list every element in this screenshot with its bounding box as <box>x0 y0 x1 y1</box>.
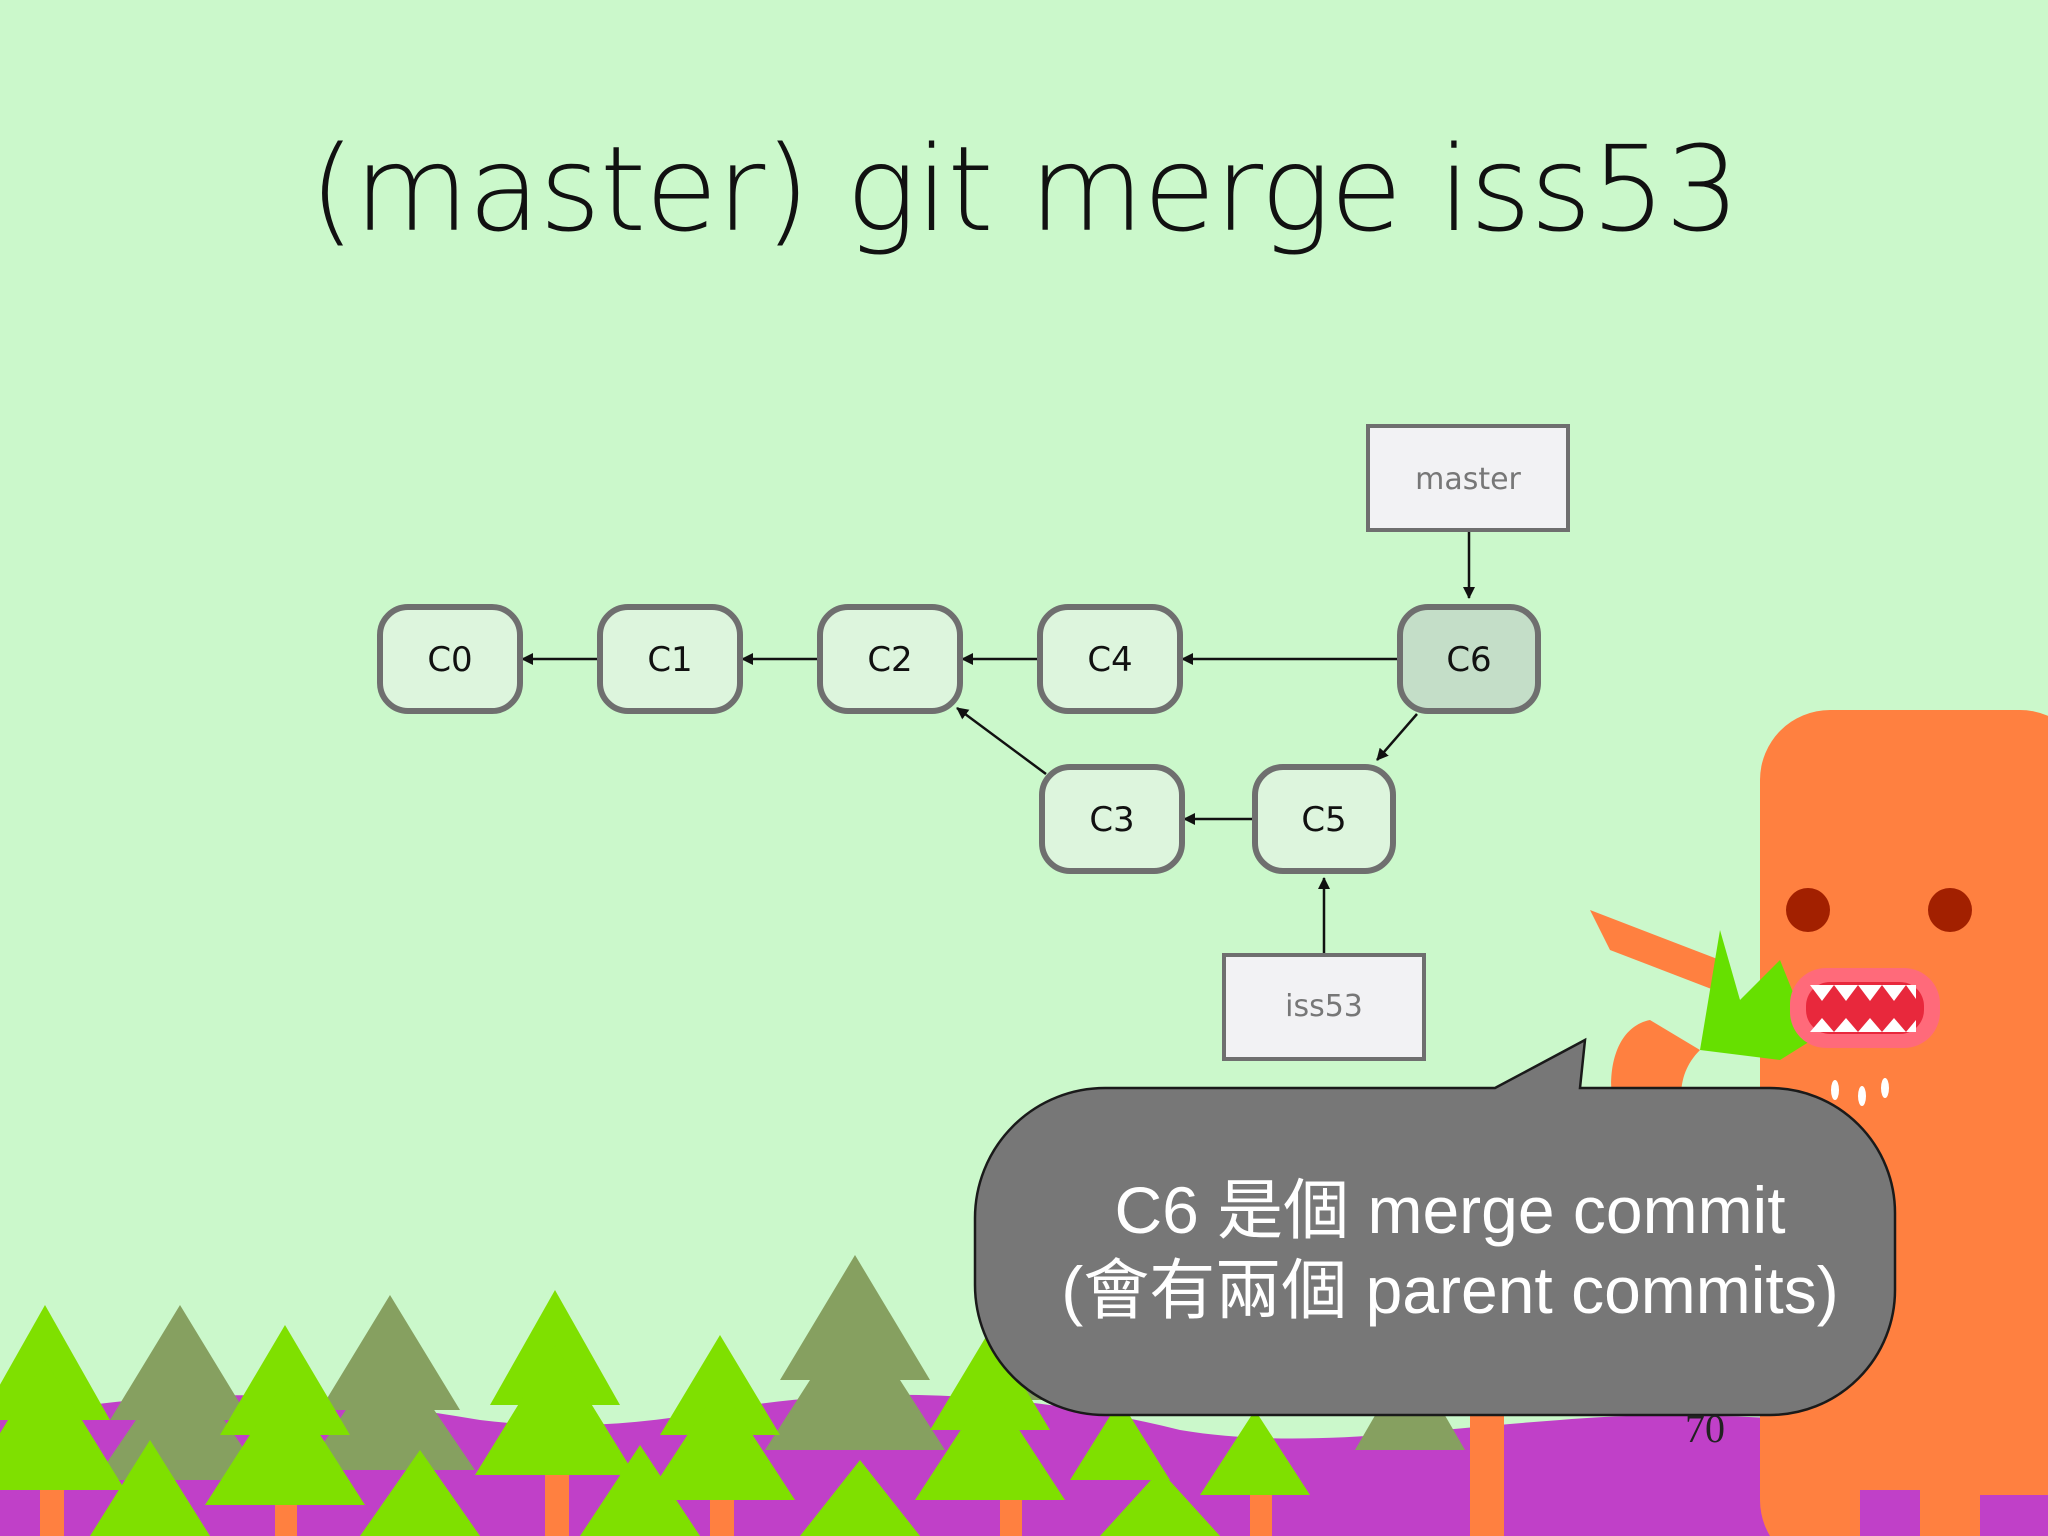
branch-master: master <box>1366 424 1570 532</box>
commit-graph: C0 C1 C2 C4 C6 C3 <box>377 424 1570 1061</box>
edge-c6-c5 <box>1376 713 1418 761</box>
commit-c1-label: C1 <box>647 640 692 680</box>
callout-line-2: (會有兩個 parent commits) <box>1061 1253 1839 1327</box>
commit-c3: C3 <box>1039 764 1185 874</box>
callout-bubble <box>973 1037 1897 1417</box>
commit-c0-label: C0 <box>427 640 472 680</box>
commit-c6-label: C6 <box>1446 640 1491 680</box>
page-number: 70 <box>1685 1406 1725 1451</box>
commit-c1: C1 <box>597 604 743 714</box>
commit-c3-label: C3 <box>1089 800 1134 840</box>
slide-title: (master) git merge iss53 <box>309 120 1740 258</box>
commit-c5-label: C5 <box>1301 800 1346 840</box>
commit-c6: C6 <box>1397 604 1541 714</box>
edge-c3-c2 <box>956 706 1047 776</box>
commit-c0: C0 <box>377 604 523 714</box>
commit-c4-label: C4 <box>1087 640 1132 680</box>
callout-text: C6 是個 merge commit (會有兩個 parent commits) <box>1000 1170 1900 1330</box>
commit-c4: C4 <box>1037 604 1183 714</box>
commit-c2: C2 <box>817 604 963 714</box>
callout-line-1: C6 是個 merge commit <box>1114 1173 1786 1247</box>
branch-master-label: master <box>1415 462 1521 497</box>
branch-iss53: iss53 <box>1222 953 1426 1061</box>
commit-c5: C5 <box>1252 764 1396 874</box>
branch-iss53-label: iss53 <box>1285 989 1363 1024</box>
light-trees <box>0 1290 1310 1536</box>
commit-c2-label: C2 <box>867 640 912 680</box>
